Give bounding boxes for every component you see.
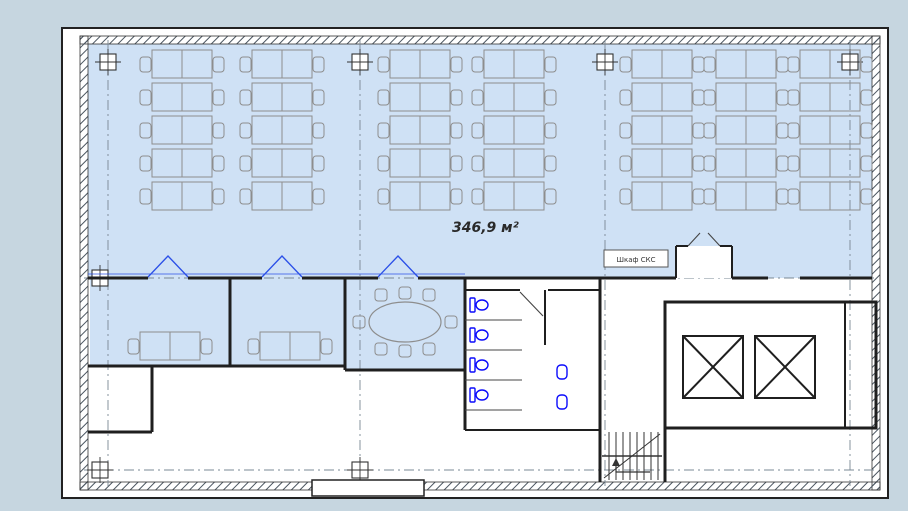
elevator-block bbox=[663, 300, 878, 430]
meeting-room-furniture bbox=[352, 286, 458, 358]
vestibule-floor bbox=[676, 246, 732, 278]
elevator-x-icon bbox=[754, 335, 816, 399]
wall-bottom-right bbox=[423, 481, 881, 491]
interior-walls bbox=[88, 276, 872, 482]
sks-cabinet-box bbox=[603, 249, 669, 268]
elevator-shaft bbox=[754, 335, 816, 399]
door-swing-icon bbox=[147, 255, 189, 278]
area-label: 346,9 м² bbox=[452, 220, 520, 236]
wc-area bbox=[465, 289, 600, 431]
open-office-area bbox=[88, 44, 872, 278]
door-leaf bbox=[687, 232, 701, 247]
stair-arrow-icon bbox=[615, 464, 650, 473]
meeting-room-area bbox=[345, 278, 465, 370]
meeting-table bbox=[368, 301, 442, 343]
office-room-b bbox=[230, 278, 345, 366]
elevator-x-icon bbox=[682, 335, 744, 399]
door-leaf bbox=[707, 232, 721, 247]
stair-break-line bbox=[603, 433, 661, 479]
wall-top bbox=[79, 35, 881, 45]
bottom-recess bbox=[311, 479, 425, 497]
highlighted-zones bbox=[88, 44, 872, 370]
outer-walls bbox=[79, 35, 881, 491]
sks-cabinet-label: Шкаф СКС bbox=[617, 256, 656, 264]
elevator-lobby-walls bbox=[663, 300, 878, 430]
staircase bbox=[602, 432, 662, 480]
office-room-a bbox=[90, 278, 230, 366]
vestibule bbox=[675, 232, 733, 278]
elevator-shaft bbox=[682, 335, 744, 399]
door-swing-icon bbox=[377, 255, 419, 278]
door-swings bbox=[88, 255, 465, 278]
wall-bottom-left bbox=[79, 481, 313, 491]
wall-left bbox=[79, 35, 89, 491]
stair-arrow-head bbox=[612, 458, 620, 466]
door-swing-icon bbox=[261, 255, 303, 278]
sks-cabinet: Шкаф СКС bbox=[603, 249, 669, 268]
wc-door-leaf bbox=[519, 291, 544, 317]
